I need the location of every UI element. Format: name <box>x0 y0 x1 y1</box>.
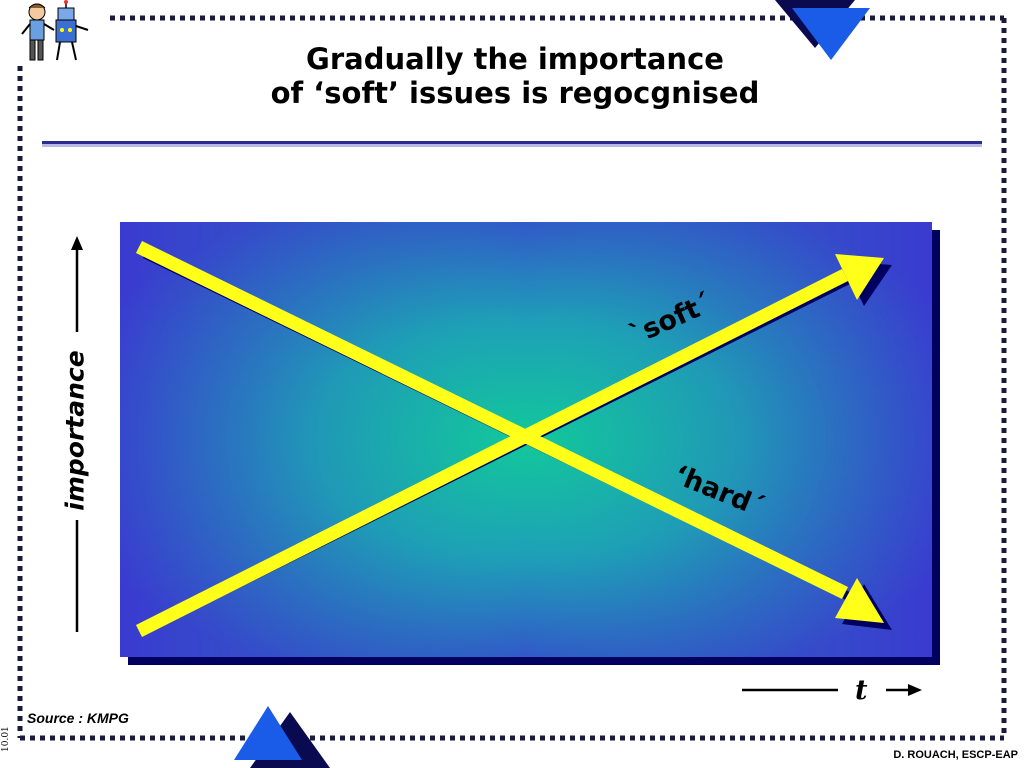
x-axis-arrow <box>886 684 922 696</box>
hard-arrow <box>136 241 884 623</box>
date-label: 10.01 <box>1 726 11 752</box>
title-line-1: Gradually the importance <box>306 42 724 76</box>
blue-triangle-top <box>792 8 870 60</box>
title-line-2: of ‘soft’ issues is regocgnised <box>270 76 760 110</box>
title-rule-shadow <box>42 144 982 147</box>
source-note: Source : KMPG <box>27 710 129 726</box>
slide-title: Gradually the importance of ‘soft’ issue… <box>180 42 850 110</box>
blue-triangle-bottom <box>234 706 302 760</box>
clipart-characters-icon <box>21 0 89 61</box>
x-axis-label: t <box>855 675 868 706</box>
soft-arrow <box>136 254 884 637</box>
title-rule <box>42 141 982 144</box>
y-axis-arrow <box>71 236 83 632</box>
author-footer: D. ROUACH, ESCP-EAP <box>893 749 1018 761</box>
y-axis-label: importance <box>60 350 90 511</box>
